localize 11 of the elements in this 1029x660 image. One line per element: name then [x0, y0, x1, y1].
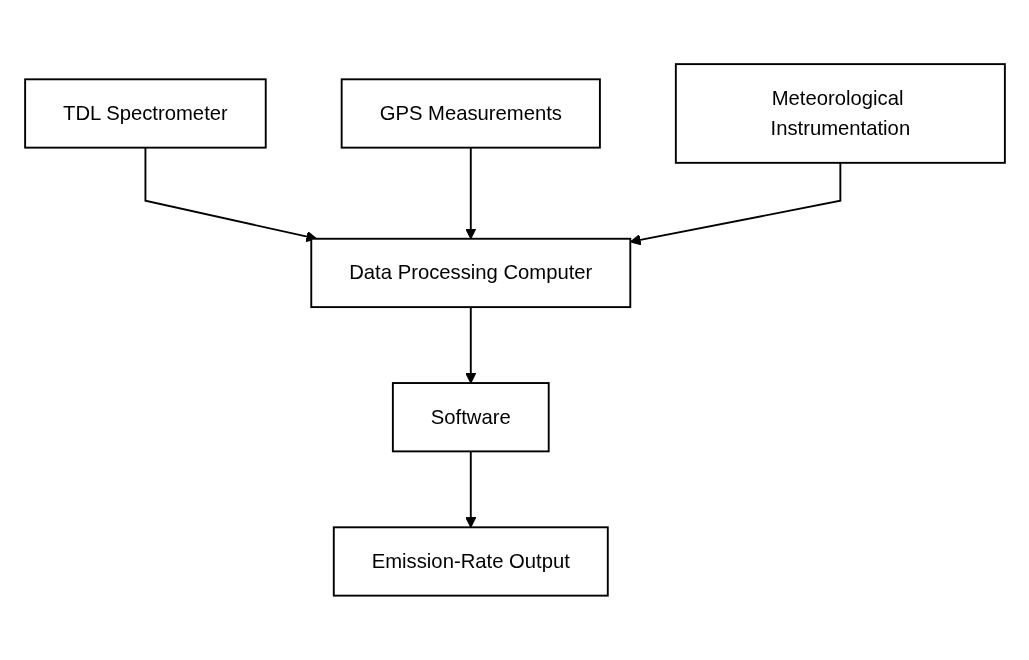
node-box: Software — [391, 382, 550, 453]
arrow — [629, 162, 841, 246]
node-box: Meteorological Instrumentation — [674, 63, 1006, 164]
node-box: Data Processing Computer — [309, 237, 631, 309]
arrow — [464, 146, 476, 240]
node-box: TDL Spectrometer — [23, 78, 267, 149]
node-box: GPS Measurements — [340, 78, 601, 149]
arrow — [144, 146, 317, 243]
arrow — [464, 450, 476, 528]
node-box: Emission-Rate Output — [332, 526, 609, 597]
arrow — [464, 306, 476, 384]
